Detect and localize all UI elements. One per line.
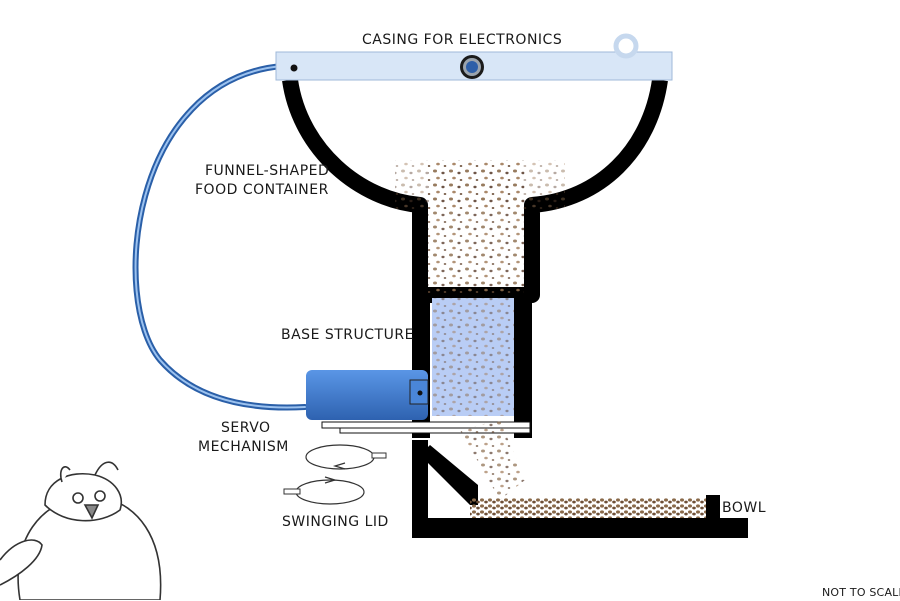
servo-arm: [339, 427, 531, 434]
rotation-arrow-icon: [283, 476, 365, 505]
bowl-label: BOWL: [722, 500, 767, 516]
power-cable-highlight: [134, 65, 306, 409]
chute-wall: [412, 440, 428, 535]
bowl: [412, 495, 748, 538]
base-structure-label: BASE STRUCTURE: [281, 327, 414, 343]
swinging-lid-label: SWINGING LID: [282, 514, 389, 530]
round-button-icon: [460, 55, 484, 79]
casing-label: CASING FOR ELECTRONICS: [362, 32, 563, 48]
servo-label-line2: MECHANISM: [198, 439, 289, 455]
funnel-food-top: [395, 160, 565, 210]
owl-mascot-icon: [0, 461, 162, 600]
falling-food: [460, 420, 525, 500]
hanging-hook-icon: [613, 33, 639, 59]
rotation-arrow-icon: [305, 444, 387, 470]
servo-motor: [306, 370, 429, 420]
swinging-lid: [420, 445, 478, 505]
base-structure: [412, 293, 532, 438]
power-cable: [132, 63, 308, 411]
servo-label-line1: SERVO: [221, 420, 271, 436]
not-to-scale-note: NOT TO SCALE: [822, 586, 900, 599]
funnel-label-line1: FUNNEL-SHAPED: [205, 163, 330, 179]
cable-port-icon: [290, 64, 298, 72]
funnel-label-line2: FOOD CONTAINER: [195, 182, 329, 198]
